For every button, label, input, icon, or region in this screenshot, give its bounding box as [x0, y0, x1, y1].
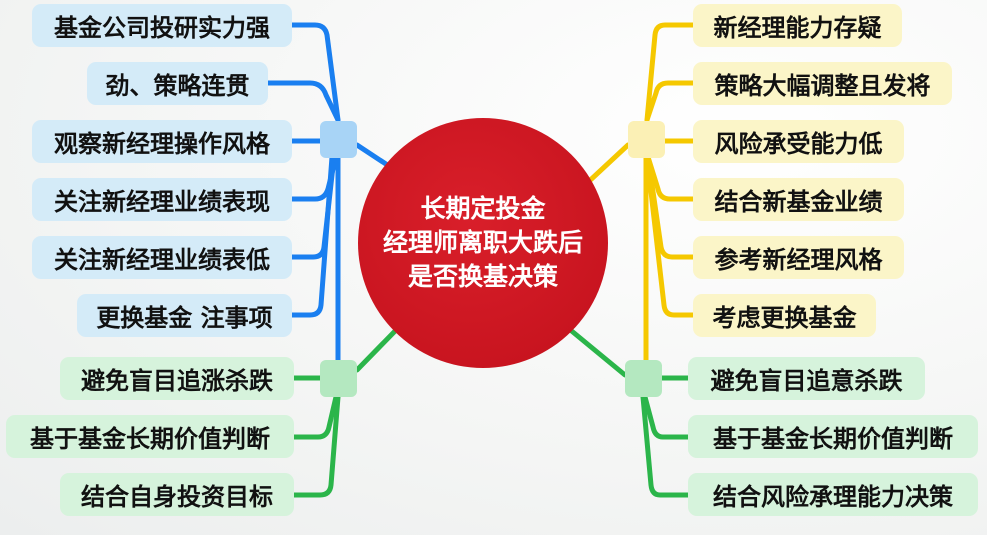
node-long-term-value-right[interactable]: 基于基金长期价值判断 — [688, 415, 978, 458]
node-observe-new-manager-style[interactable]: 观察新经理操作风格 — [32, 120, 292, 163]
central-topic[interactable]: 长期定投金 经理师离职大跌后 是否换基决策 — [358, 118, 608, 368]
node-new-fund-performance[interactable]: 结合新基金业绩 — [693, 178, 904, 221]
central-topic-line-3: 是否换基决策 — [407, 262, 558, 291]
node-avoid-chasing[interactable]: 避免盲目追涨杀跌 — [60, 357, 294, 400]
blue-connectors — [265, 22, 398, 363]
node-risk-capacity-decision[interactable]: 结合风险承理能力决策 — [688, 473, 978, 516]
yellow-connectors — [582, 22, 696, 363]
node-switch-fund-notes[interactable]: 更换基金 注事项 — [77, 294, 292, 337]
left-green-hub-node[interactable] — [320, 360, 357, 397]
node-watch-new-manager-low[interactable]: 关注新经理业绩表低 — [32, 236, 292, 279]
blue-hub-node[interactable] — [320, 121, 357, 158]
node-strategy-consistent[interactable]: 劲、策略连贯 — [87, 62, 268, 105]
node-new-manager-style[interactable]: 参考新经理风格 — [693, 236, 904, 279]
node-strategy-major-change[interactable]: 策略大幅调整且发将 — [693, 62, 952, 105]
yellow-hub-node[interactable] — [628, 121, 665, 158]
node-watch-new-manager-performance[interactable]: 关注新经理业绩表现 — [32, 178, 292, 221]
right-green-connectors — [565, 325, 691, 498]
right-green-hub-node[interactable] — [625, 360, 662, 397]
central-topic-line-2: 经理师离职大跌后 — [382, 228, 583, 257]
node-long-term-value[interactable]: 基于基金长期价值判断 — [6, 415, 294, 458]
node-consider-switch[interactable]: 考虑更换基金 — [693, 294, 876, 337]
node-avoid-panic-selling[interactable]: 避免盲目追意杀跌 — [688, 357, 925, 400]
node-low-risk-tolerance[interactable]: 风险承受能力低 — [693, 120, 904, 163]
node-own-investment-goals[interactable]: 结合自身投资目标 — [60, 473, 294, 516]
central-topic-line-1: 长期定投金 — [420, 194, 546, 223]
node-new-manager-doubt[interactable]: 新经理能力存疑 — [693, 4, 902, 47]
node-fund-research-strength[interactable]: 基金公司投研实力强 — [32, 4, 292, 47]
left-green-connectors — [291, 325, 401, 498]
